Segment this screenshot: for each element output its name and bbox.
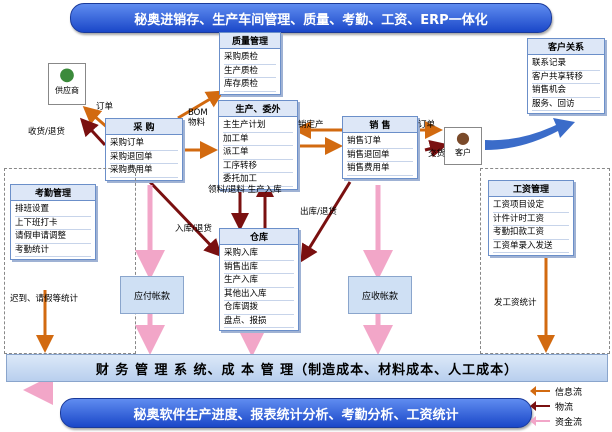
sales-title: 销 售 <box>343 117 417 133</box>
purchase-item: 采购退回单 <box>110 151 178 164</box>
sales-item: 销售退回单 <box>347 149 413 162</box>
finance-bar: 财 务 管 理 系 统、成 本 管 理（制造成本、材料成本、人工成本） <box>6 354 608 382</box>
production-item: 加工单 <box>223 133 293 146</box>
warehouse-item: 生产入库 <box>224 274 294 288</box>
customer-icon: ● <box>456 128 470 147</box>
attendance-item: 排班设置 <box>15 203 91 217</box>
label-order-customer: 订单 <box>418 120 436 130</box>
label-order-supplier: 订单 <box>96 102 114 112</box>
production-title: 生产、委外 <box>219 101 297 117</box>
quality-item: 库存质检 <box>224 78 276 92</box>
warehouse-item: 仓库调拨 <box>224 301 294 315</box>
legend-logistics-arrow <box>530 401 550 411</box>
crm-item: 联系记录 <box>532 57 600 71</box>
cash-flow-arrows <box>22 185 393 405</box>
quality-box: 质量管理 采购质检生产质检库存质检 <box>219 32 281 95</box>
attendance-title: 考勤管理 <box>11 185 95 201</box>
crm-item: 服务、回访 <box>532 98 600 111</box>
warehouse-title: 仓库 <box>220 229 298 245</box>
legend-info-arrow <box>530 386 550 396</box>
label-late-leave-stats: 迟到、请假等统计 <box>10 294 79 304</box>
production-item: 派工单 <box>223 146 293 160</box>
salary-item: 工资项目设定 <box>493 199 569 213</box>
production-item: 委托加工 <box>223 173 293 187</box>
sales-item: 销售订单 <box>347 135 413 149</box>
crm-item: 客户共享转移 <box>532 71 600 84</box>
legend-cash-arrow <box>530 416 550 426</box>
logistics-flow-arrows <box>79 117 448 263</box>
crm-arrow <box>485 118 575 150</box>
warehouse-item: 盘点、报损 <box>224 315 294 328</box>
label-confirm-order: 销定产 <box>298 120 324 130</box>
payable-box: 应付帐款 <box>120 276 184 314</box>
purchase-item: 采购费用单 <box>110 164 178 178</box>
salary-box: 工资管理 工资项目设定计件计时工资考勤扣款工资工资单录入发送 <box>488 180 574 256</box>
label-bom-material: BOM 物料 <box>188 108 208 128</box>
legend-logistics: 物流 <box>555 403 574 413</box>
crm-item: 销售机会 <box>532 84 600 98</box>
label-stockin-return: 入库/退货 <box>175 224 212 234</box>
salary-title: 工资管理 <box>489 181 573 197</box>
customer-label: 客户 <box>455 148 471 157</box>
production-item: 工序转移 <box>223 160 293 173</box>
legend-cash: 资金流 <box>555 418 583 428</box>
bottom-banner: 秘奥软件生产进度、报表统计分析、考勤分析、工资统计 <box>60 398 532 428</box>
sales-item: 销售费用单 <box>347 162 413 176</box>
right-dashed-region <box>480 168 610 354</box>
attendance-item: 上下班打卡 <box>15 217 91 230</box>
supplier-icon: ● <box>59 64 75 85</box>
top-banner: 秘奥进销存、生产车间管理、质量、考勤、工资、ERP一体化 <box>70 3 552 33</box>
warehouse-item: 采购入库 <box>224 247 294 261</box>
legend-info: 信息流 <box>555 388 583 398</box>
info-flow-arrows <box>36 90 555 353</box>
production-item: 主生产计划 <box>223 119 293 133</box>
attendance-box: 考勤管理 排班设置上下班打卡请假申请调整考勤统计 <box>10 184 96 260</box>
legend-arrows <box>530 386 550 426</box>
supplier-label: 供应商 <box>55 86 79 95</box>
purchase-item: 采购订单 <box>110 137 178 151</box>
salary-item: 工资单录入发送 <box>493 240 569 253</box>
label-out-return: 出库/退货 <box>300 207 337 217</box>
sales-box: 销 售 销售订单销售退回单销售费用单 <box>342 116 418 179</box>
salary-item: 计件计时工资 <box>493 213 569 226</box>
attendance-item: 考勤统计 <box>15 244 91 257</box>
quality-title: 质量管理 <box>220 33 280 49</box>
quality-item: 采购质检 <box>224 51 276 65</box>
warehouse-box: 仓库 采购入库销售出库生产入库其他出入库仓库调拨盘点、报损 <box>219 228 299 331</box>
warehouse-item: 销售出库 <box>224 261 294 274</box>
customer-node: ● 客户 <box>444 127 482 165</box>
receivable-box: 应收帐款 <box>348 276 412 314</box>
supplier-node: ● 供应商 <box>48 63 86 105</box>
label-pick-return-stockin: 领料/退料 生产入库 <box>208 185 282 195</box>
salary-item: 考勤扣款工资 <box>493 226 569 240</box>
left-dashed-region <box>4 168 136 354</box>
warehouse-item: 其他出入库 <box>224 288 294 301</box>
label-receive-return: 收货/退货 <box>28 127 65 137</box>
production-box: 生产、委外 主生产计划加工单派工单工序转移委托加工 <box>218 100 298 190</box>
label-salary-stats: 发工资统计 <box>494 298 537 308</box>
crm-title: 客户关系 <box>528 39 604 55</box>
purchase-box: 采 购 采购订单采购退回单采购费用单 <box>105 118 183 181</box>
crm-box: 客户关系 联系记录客户共享转移销售机会服务、回访 <box>527 38 605 114</box>
attendance-item: 请假申请调整 <box>15 230 91 244</box>
purchase-title: 采 购 <box>106 119 182 135</box>
quality-item: 生产质检 <box>224 65 276 78</box>
label-deliver: 交货 <box>428 149 446 159</box>
